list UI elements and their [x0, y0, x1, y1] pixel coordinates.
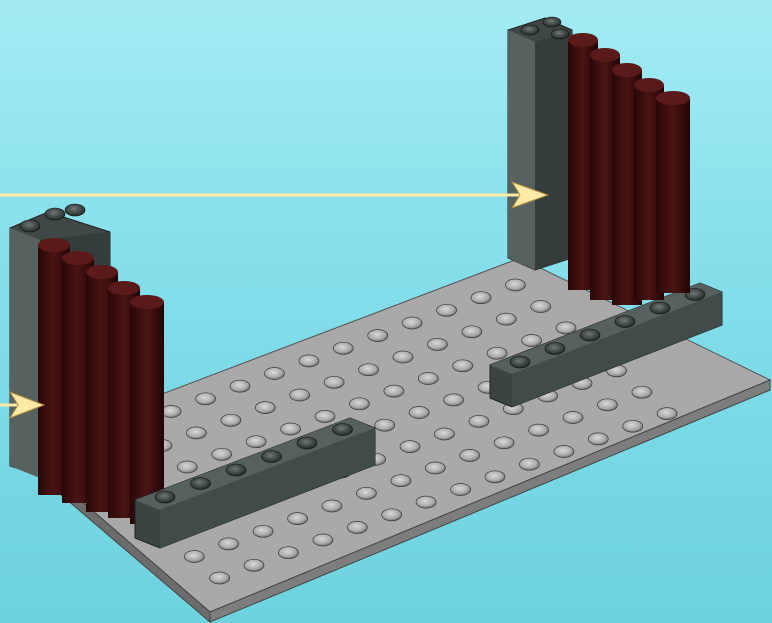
plate-stud — [161, 406, 181, 418]
plate-stud — [347, 521, 367, 533]
plate-stud — [554, 446, 574, 458]
plate-stud — [184, 551, 204, 563]
plate-stud — [391, 475, 411, 487]
plate-stud — [623, 420, 643, 432]
plate-stud — [494, 437, 514, 449]
plate-stud — [471, 292, 491, 304]
brick-stud — [510, 356, 530, 368]
plate-stud — [418, 373, 438, 385]
plate-stud — [186, 427, 206, 439]
plate-stud — [400, 441, 420, 453]
plate-stud — [487, 347, 507, 359]
plate-stud — [324, 376, 344, 388]
plate-stud — [563, 412, 583, 424]
plate-stud — [522, 335, 542, 347]
plate-stud — [505, 279, 525, 291]
plate-stud — [384, 385, 404, 397]
plate-stud — [632, 386, 652, 398]
plate-stud — [462, 326, 482, 338]
plate-stud — [230, 380, 250, 392]
brick-stud — [262, 451, 282, 463]
plate-stud — [290, 389, 310, 401]
brick-stud — [226, 464, 246, 476]
plate-stud — [460, 449, 480, 461]
plate-stud — [349, 398, 369, 410]
plate-stud — [529, 424, 549, 436]
plate-stud — [212, 448, 232, 460]
plate-stud — [597, 399, 617, 411]
plate-stud — [382, 509, 402, 521]
plate-stud — [416, 496, 436, 508]
plate-stud — [409, 407, 429, 419]
plate-stud — [434, 428, 454, 440]
plate-stud — [531, 301, 551, 313]
plate-stud — [437, 304, 457, 316]
plate-stud — [281, 423, 301, 435]
plate-stud — [255, 402, 275, 414]
brick-stud — [545, 343, 565, 355]
brick-stud — [615, 316, 635, 328]
plate-stud — [288, 513, 308, 525]
brick-stud — [191, 478, 211, 490]
plate-stud — [469, 415, 489, 427]
plate-stud — [359, 364, 379, 376]
plate-stud — [393, 351, 413, 363]
plate-stud — [315, 410, 335, 422]
plate-stud — [519, 458, 539, 470]
plate-stud — [657, 408, 677, 420]
plate-stud — [425, 462, 445, 474]
brick-stud — [297, 437, 317, 449]
brick-stud — [155, 491, 175, 503]
plate-stud — [219, 538, 239, 550]
plate-stud — [210, 572, 230, 584]
plate-stud — [196, 393, 216, 405]
right-pillar — [508, 17, 572, 270]
plate-stud — [333, 342, 353, 354]
plate-stud — [253, 525, 273, 537]
plate-stud — [264, 368, 284, 380]
plate-stud — [177, 461, 197, 473]
brick-stud — [580, 329, 600, 341]
brick-stud — [650, 302, 670, 314]
plate-stud — [368, 330, 388, 342]
plate-stud — [451, 484, 471, 496]
plate-stud — [356, 487, 376, 499]
plate-stud — [485, 471, 505, 483]
plate-stud — [299, 355, 319, 367]
brick-stud — [333, 424, 353, 436]
plate-stud — [244, 559, 264, 571]
plate-stud — [246, 436, 266, 448]
plate-stud — [313, 534, 333, 546]
plate-stud — [588, 433, 608, 445]
plate-stud — [496, 313, 516, 325]
plate-stud — [444, 394, 464, 406]
plate-stud — [402, 317, 422, 329]
plate-stud — [375, 419, 395, 431]
plate-stud — [221, 414, 241, 426]
plate-stud — [322, 500, 342, 512]
plate-stud — [453, 360, 473, 372]
plate-stud — [427, 338, 447, 350]
plate-stud — [278, 547, 298, 559]
